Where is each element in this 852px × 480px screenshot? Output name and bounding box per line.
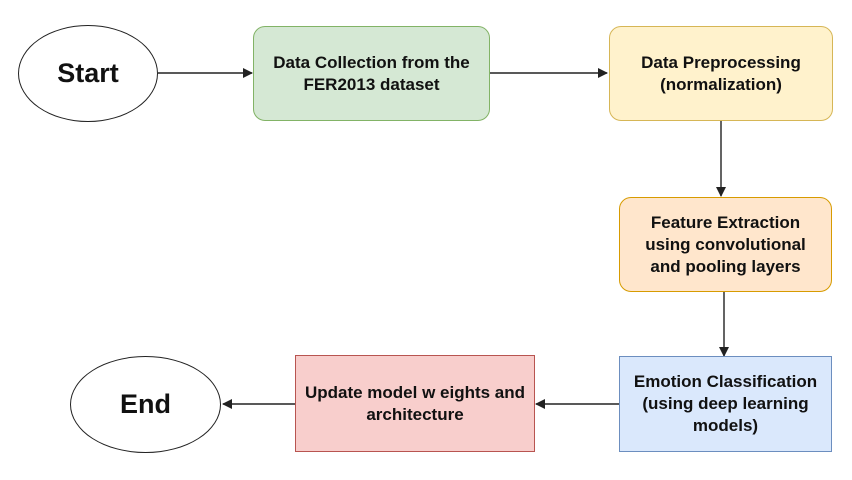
data-collection-label: Data Collection from the FER2013 dataset <box>273 52 470 94</box>
start-label: Start <box>57 58 119 88</box>
data-preprocessing-box: Data Preprocessing (normalization) <box>609 26 833 121</box>
end-label: End <box>120 389 171 419</box>
update-model-box: Update model w eights and architecture <box>295 355 535 452</box>
data-preprocessing-label: Data Preprocessing (normalization) <box>641 52 801 94</box>
data-collection-box: Data Collection from the FER2013 dataset <box>253 26 490 121</box>
emotion-classification-label: Emotion Classification (using deep learn… <box>633 372 818 435</box>
end-node: End <box>70 356 221 453</box>
start-node: Start <box>18 25 158 122</box>
emotion-classification-box: Emotion Classification (using deep learn… <box>619 356 832 452</box>
feature-extraction-box: Feature Extraction using convolutional a… <box>619 197 832 292</box>
feature-extraction-label: Feature Extraction using convolutional a… <box>645 212 806 276</box>
update-model-label: Update model w eights and architecture <box>304 382 526 424</box>
